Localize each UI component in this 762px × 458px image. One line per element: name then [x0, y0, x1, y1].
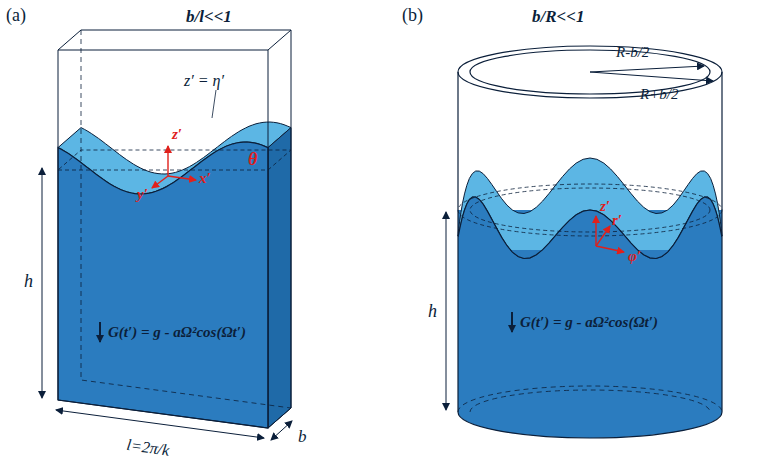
length-arrow	[56, 410, 264, 438]
rest-plane	[58, 150, 291, 170]
wall	[457, 72, 458, 412]
gravity-label: G(t′) = g - aΩ²cos(Ωt′)	[520, 314, 658, 331]
axis-label: x′	[199, 170, 211, 187]
aspect-ratio: b/l<<1	[186, 8, 232, 27]
free-surface	[458, 158, 722, 259]
radius-arrow	[590, 72, 713, 81]
axis-phi	[596, 246, 624, 252]
gravity-label: G(t′) = g - aΩ²cos(Ωt′)	[108, 324, 246, 341]
panel-letter: (a)	[6, 6, 26, 26]
leader-line	[212, 90, 216, 118]
water-front	[458, 197, 722, 259]
axis-z	[167, 146, 168, 176]
tank-b	[446, 46, 722, 438]
gravity-arrow	[99, 322, 101, 342]
axis-label: φ′	[628, 248, 641, 265]
aspect-ratio: b/R<<1	[532, 8, 584, 27]
outer-rim	[458, 46, 722, 98]
axis-label: z′	[600, 198, 610, 215]
hidden-base	[458, 386, 722, 412]
radius-label: R+b/2	[640, 86, 678, 103]
dimension-label: h	[428, 302, 437, 322]
radius-label: R-b/2	[616, 44, 649, 61]
angle-label: θ	[248, 150, 257, 170]
water-front	[58, 142, 268, 428]
surface-label: z′ = η′	[184, 72, 224, 90]
axis-label: r′	[612, 212, 622, 229]
height-arrow	[42, 168, 43, 398]
height-arrow	[446, 212, 447, 410]
radius-arrow	[590, 66, 704, 72]
water-side	[268, 128, 291, 428]
rest-level-inner	[470, 188, 710, 232]
base	[458, 412, 722, 438]
dimension-label: h	[24, 272, 33, 292]
axis-r	[596, 226, 610, 246]
hidden-edge	[81, 30, 291, 408]
panel-letter: (b)	[402, 6, 423, 26]
tank-a	[42, 30, 292, 440]
gravity-arrow	[511, 312, 513, 332]
rest-level	[458, 184, 722, 236]
axis-label: z′	[172, 126, 182, 143]
axis-x	[168, 176, 196, 180]
wave-front	[458, 197, 722, 259]
dimension-label: l=2π/k	[126, 436, 171, 458]
axis-label: y′	[137, 186, 148, 203]
wall	[721, 72, 722, 412]
axis-z	[595, 216, 596, 246]
width-arrow	[271, 421, 292, 440]
tank-outline	[58, 30, 291, 428]
hidden-base	[470, 390, 710, 412]
dimension-label: b	[298, 428, 307, 447]
axis-y	[152, 176, 168, 188]
